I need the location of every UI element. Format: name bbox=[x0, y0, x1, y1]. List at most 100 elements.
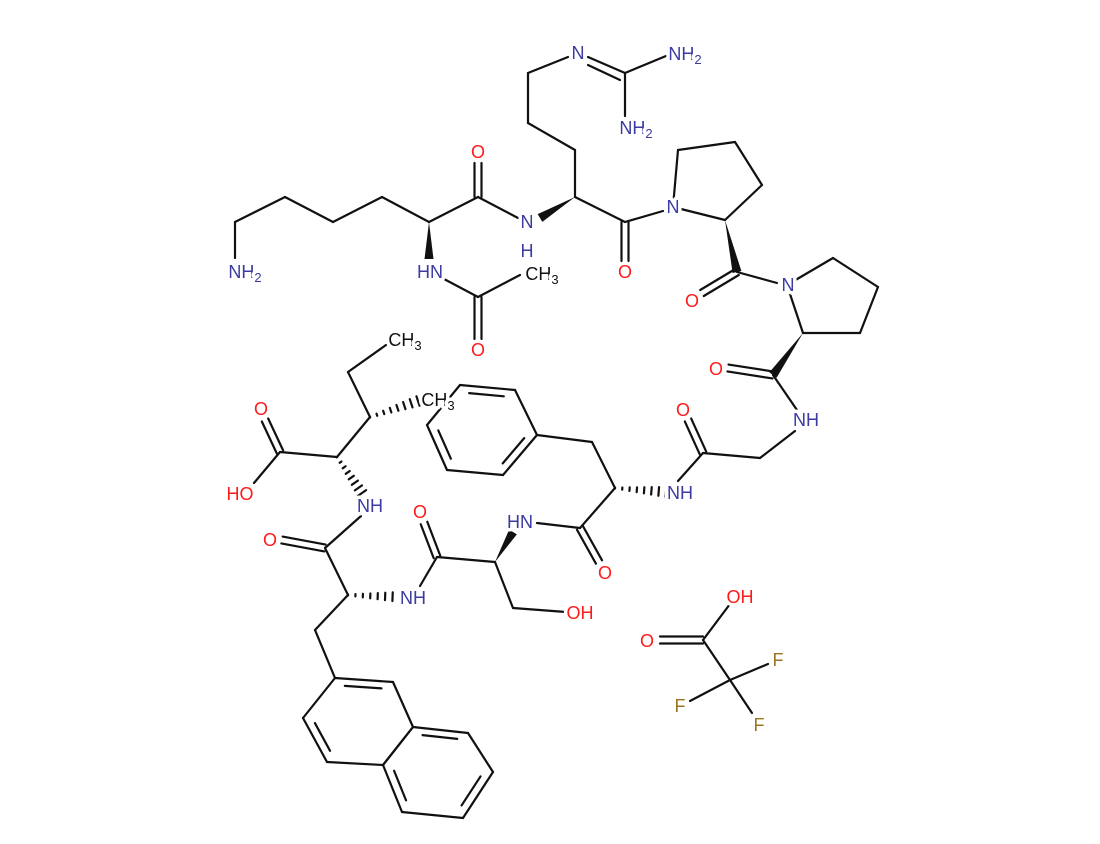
atom-arg-imine-n: N bbox=[572, 43, 585, 63]
atom-pro2-n: N bbox=[782, 275, 795, 295]
atom-acetyl-ch3: CH3 bbox=[525, 264, 558, 287]
atom-ile-hydroxyl: HO bbox=[227, 484, 254, 504]
bond bbox=[513, 388, 539, 437]
bond bbox=[501, 437, 526, 465]
bond bbox=[575, 528, 598, 565]
bond bbox=[419, 523, 435, 560]
bond bbox=[402, 400, 407, 411]
bond bbox=[281, 535, 327, 546]
atom-gly-carbonyl-o: O bbox=[676, 400, 690, 420]
bond bbox=[331, 195, 384, 224]
bond bbox=[688, 678, 732, 703]
bond bbox=[353, 484, 364, 492]
wedge-bond bbox=[424, 222, 434, 259]
bond bbox=[526, 121, 577, 152]
bond bbox=[278, 450, 339, 459]
atom-gly-nh: NH bbox=[793, 410, 819, 430]
atom-pro2-carbonyl-o: O bbox=[709, 359, 723, 379]
bond bbox=[323, 514, 363, 550]
bond bbox=[388, 406, 393, 414]
atom-tfa-f1: F bbox=[773, 650, 784, 670]
bond bbox=[391, 680, 415, 729]
bond bbox=[344, 469, 351, 475]
bond bbox=[418, 555, 439, 588]
bond bbox=[425, 383, 462, 427]
atom-ile-carboxyl-o: O bbox=[254, 399, 268, 419]
atom-lys-nh2: NH2 bbox=[228, 262, 261, 285]
bond bbox=[858, 285, 880, 335]
bond bbox=[382, 409, 386, 416]
wedge-bond bbox=[725, 220, 742, 274]
bond bbox=[437, 429, 452, 460]
bond bbox=[458, 383, 517, 392]
bond bbox=[252, 450, 282, 485]
bond bbox=[578, 486, 617, 530]
bond bbox=[233, 195, 287, 224]
bond bbox=[461, 770, 495, 820]
atom-acetyl-o: O bbox=[471, 340, 485, 360]
bond bbox=[347, 474, 355, 481]
bond bbox=[701, 602, 732, 642]
bond bbox=[831, 256, 880, 289]
bond bbox=[676, 451, 705, 483]
atom-labels: NH2 O N H HN CH3 O N NH2 NH2 O N O N O N… bbox=[223, 40, 823, 739]
bond bbox=[671, 148, 680, 209]
bond bbox=[421, 734, 459, 740]
atom-ser-oh: OH bbox=[567, 603, 594, 623]
bond bbox=[702, 273, 740, 298]
bond bbox=[260, 420, 278, 455]
atom-lys-hn: HN bbox=[417, 262, 443, 282]
wedge-bond bbox=[495, 529, 517, 562]
bond bbox=[333, 676, 395, 684]
bond bbox=[676, 140, 737, 152]
atom-tfa-f2: F bbox=[675, 696, 686, 716]
bond bbox=[381, 725, 415, 767]
bond bbox=[338, 460, 343, 464]
bond bbox=[442, 277, 480, 299]
bond bbox=[435, 555, 497, 564]
bond bbox=[701, 638, 732, 682]
bond bbox=[346, 370, 372, 419]
wedge-bond bbox=[537, 197, 575, 222]
bond bbox=[623, 54, 668, 75]
bonds bbox=[233, 54, 880, 820]
atom-arg-nh2-a: NH2 bbox=[668, 44, 701, 67]
bond bbox=[733, 140, 764, 187]
atom-ser-carbonyl-o: O bbox=[413, 502, 427, 522]
bond bbox=[356, 489, 368, 497]
atom-amide-n: N bbox=[521, 212, 534, 232]
bond bbox=[758, 429, 797, 460]
atom-tfa-oh: OH bbox=[727, 587, 754, 607]
bond bbox=[380, 195, 431, 224]
bond bbox=[683, 420, 701, 456]
bond bbox=[445, 468, 505, 477]
atom-ser-hn: HN bbox=[507, 512, 533, 532]
atom-ile-ch3-gamma: CH3 bbox=[388, 330, 421, 353]
bond bbox=[671, 205, 727, 222]
atom-tfa-f3: F bbox=[754, 715, 765, 735]
atom-nal-nh: NH bbox=[400, 588, 426, 608]
atom-ile-ch3-beta: CH3 bbox=[421, 390, 454, 413]
bond bbox=[699, 267, 737, 292]
bond bbox=[535, 433, 594, 444]
bond bbox=[313, 628, 337, 680]
bond bbox=[323, 546, 350, 597]
atom-pro1-carbonyl-o: O bbox=[685, 291, 699, 311]
bond bbox=[466, 731, 495, 774]
bond bbox=[425, 423, 449, 472]
bond bbox=[623, 209, 665, 224]
atom-pro1-n: N bbox=[667, 197, 680, 217]
bond bbox=[728, 662, 770, 682]
atom-phe-nh: NH bbox=[667, 483, 693, 503]
atom-amide-h: H bbox=[521, 241, 534, 261]
bond bbox=[727, 363, 775, 373]
bond bbox=[267, 417, 285, 452]
bond bbox=[650, 486, 653, 496]
bond bbox=[415, 395, 421, 407]
atom-ile-nh: NH bbox=[357, 496, 383, 516]
bond bbox=[301, 676, 337, 720]
bond bbox=[301, 716, 329, 764]
bond bbox=[726, 370, 774, 380]
